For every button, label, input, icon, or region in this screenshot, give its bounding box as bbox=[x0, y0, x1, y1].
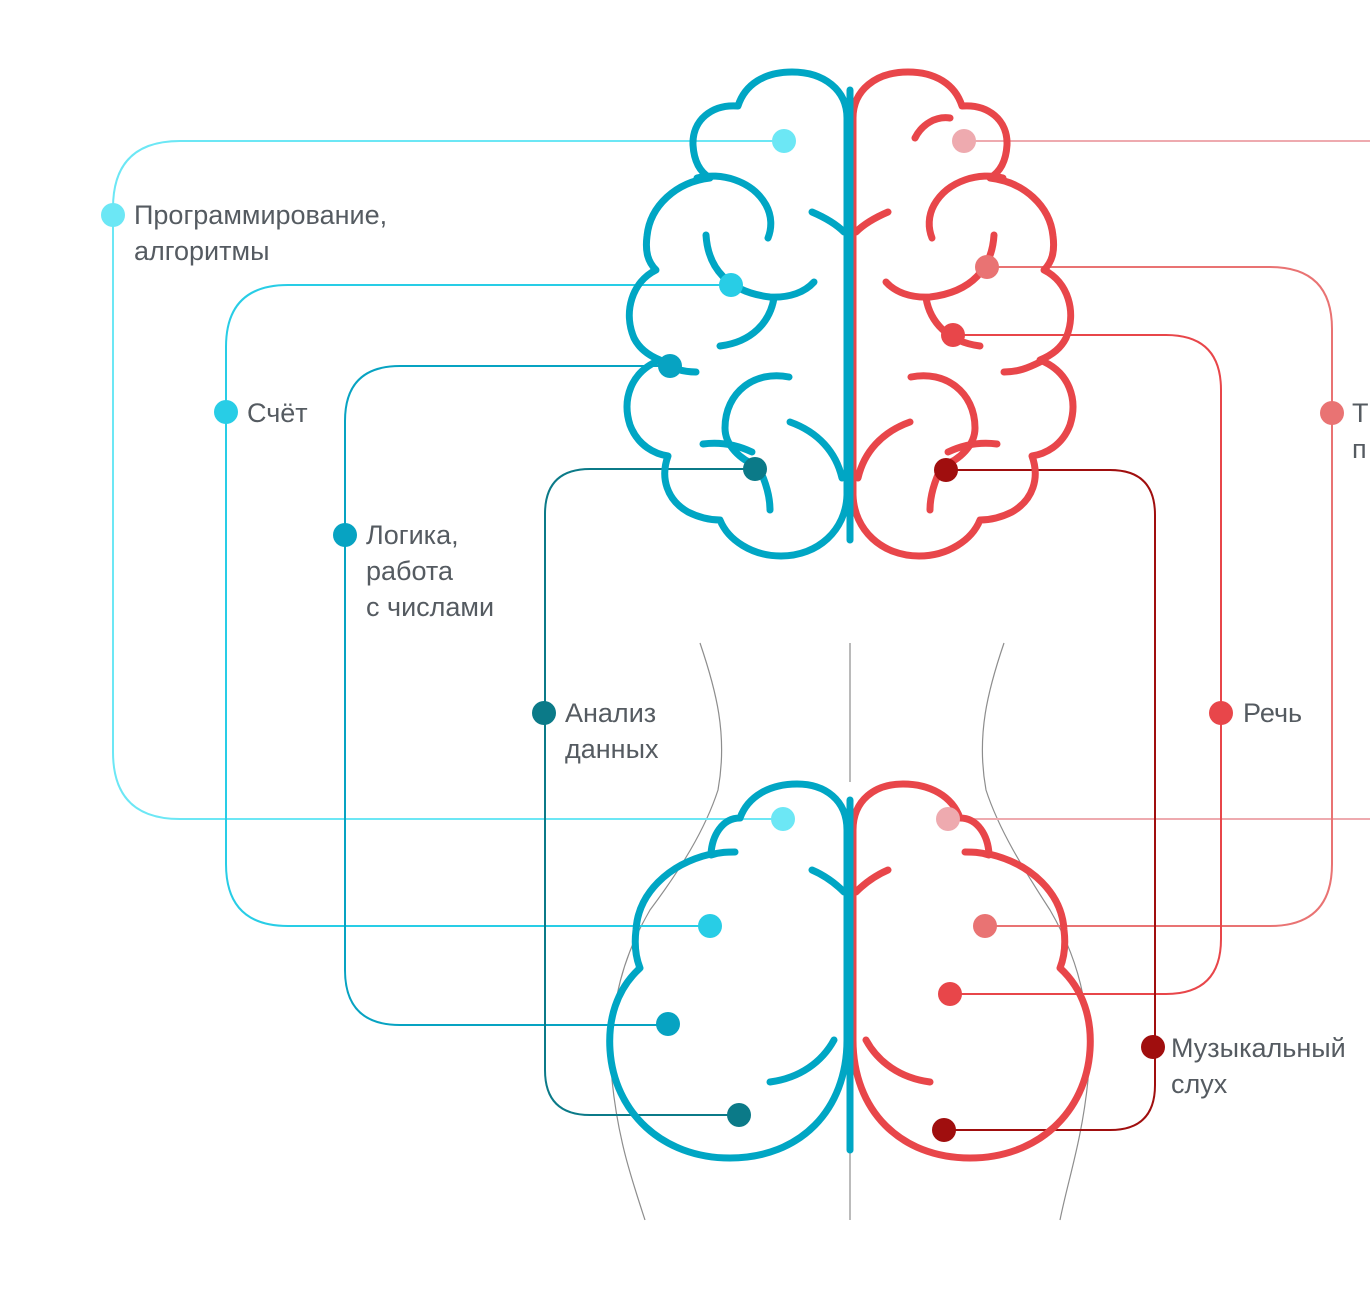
dot-music-label bbox=[1141, 1035, 1165, 1059]
connector-right-mid bbox=[985, 266, 1333, 927]
dot-counting-label bbox=[214, 400, 238, 424]
label-music-line1: Музыкальный bbox=[1171, 1033, 1346, 1063]
label-speech: Речь bbox=[1243, 695, 1302, 731]
label-analysis: Анализ данных bbox=[565, 695, 659, 767]
dot-right-mid-top bbox=[975, 255, 999, 279]
dot-right-mid-label bbox=[1320, 401, 1344, 425]
dot-analysis-bottom bbox=[727, 1103, 751, 1127]
body-left-outline bbox=[611, 642, 723, 1221]
label-analysis-line1: Анализ bbox=[565, 698, 657, 728]
connector-logic bbox=[344, 365, 670, 1026]
dot-right-mid-bottom bbox=[973, 914, 997, 938]
dot-music-top bbox=[934, 458, 958, 482]
bottom-brain bbox=[606, 780, 1094, 1162]
dot-counting-bottom bbox=[698, 914, 722, 938]
connection-dots bbox=[101, 129, 1344, 1142]
connector-right-top bbox=[948, 140, 1370, 820]
label-music: Музыкальный слух bbox=[1171, 1030, 1346, 1102]
label-programming-line1: Программирование, bbox=[134, 200, 388, 230]
label-logic-line2: работа bbox=[366, 556, 453, 586]
dot-programming-bottom bbox=[771, 807, 795, 831]
label-speech-line1: Речь bbox=[1243, 698, 1303, 728]
dot-music-bottom bbox=[932, 1118, 956, 1142]
dot-speech-top bbox=[941, 323, 965, 347]
connector-speech bbox=[950, 334, 1222, 995]
dot-analysis-top bbox=[743, 457, 767, 481]
dot-logic-label bbox=[333, 523, 357, 547]
dot-logic-bottom bbox=[656, 1012, 680, 1036]
label-music-line2: слух bbox=[1171, 1069, 1228, 1099]
label-logic-line1: Логика, bbox=[366, 520, 459, 550]
top-brain bbox=[623, 68, 1077, 560]
body-right-outline bbox=[981, 642, 1089, 1221]
connector-music bbox=[944, 469, 1156, 1131]
label-cut-off-line2: п bbox=[1352, 434, 1367, 464]
label-counting-line1: Счёт bbox=[247, 398, 308, 428]
bottom-brain-left-hemisphere bbox=[606, 780, 851, 1162]
top-brain-left-hemisphere bbox=[623, 68, 851, 560]
connector-lines bbox=[112, 140, 1370, 1131]
dot-right-top-bottom bbox=[936, 807, 960, 831]
dot-right-top-top bbox=[952, 129, 976, 153]
connector-programming bbox=[112, 140, 784, 820]
dot-speech-bottom bbox=[938, 982, 962, 1006]
label-counting: Счёт bbox=[247, 395, 308, 431]
dot-programming-top bbox=[772, 129, 796, 153]
label-programming-line2: алгоритмы bbox=[134, 236, 270, 266]
label-logic: Логика, работа с числами bbox=[366, 517, 494, 625]
label-cut-off-line1: Т bbox=[1352, 398, 1369, 428]
label-cut-off: Т п bbox=[1352, 395, 1369, 467]
connector-analysis bbox=[544, 468, 755, 1116]
label-analysis-line2: данных bbox=[565, 734, 659, 764]
dot-counting-top bbox=[719, 273, 743, 297]
label-logic-line3: с числами bbox=[366, 592, 495, 622]
dot-programming-label bbox=[101, 203, 125, 227]
dot-analysis-label bbox=[532, 701, 556, 725]
bottom-brain-right-hemisphere bbox=[849, 780, 1094, 1162]
label-programming: Программирование, алгоритмы bbox=[134, 197, 387, 269]
body-silhouette bbox=[611, 642, 1089, 1221]
connector-counting bbox=[225, 284, 731, 927]
dot-logic-top bbox=[658, 354, 682, 378]
dot-speech-label bbox=[1209, 701, 1233, 725]
